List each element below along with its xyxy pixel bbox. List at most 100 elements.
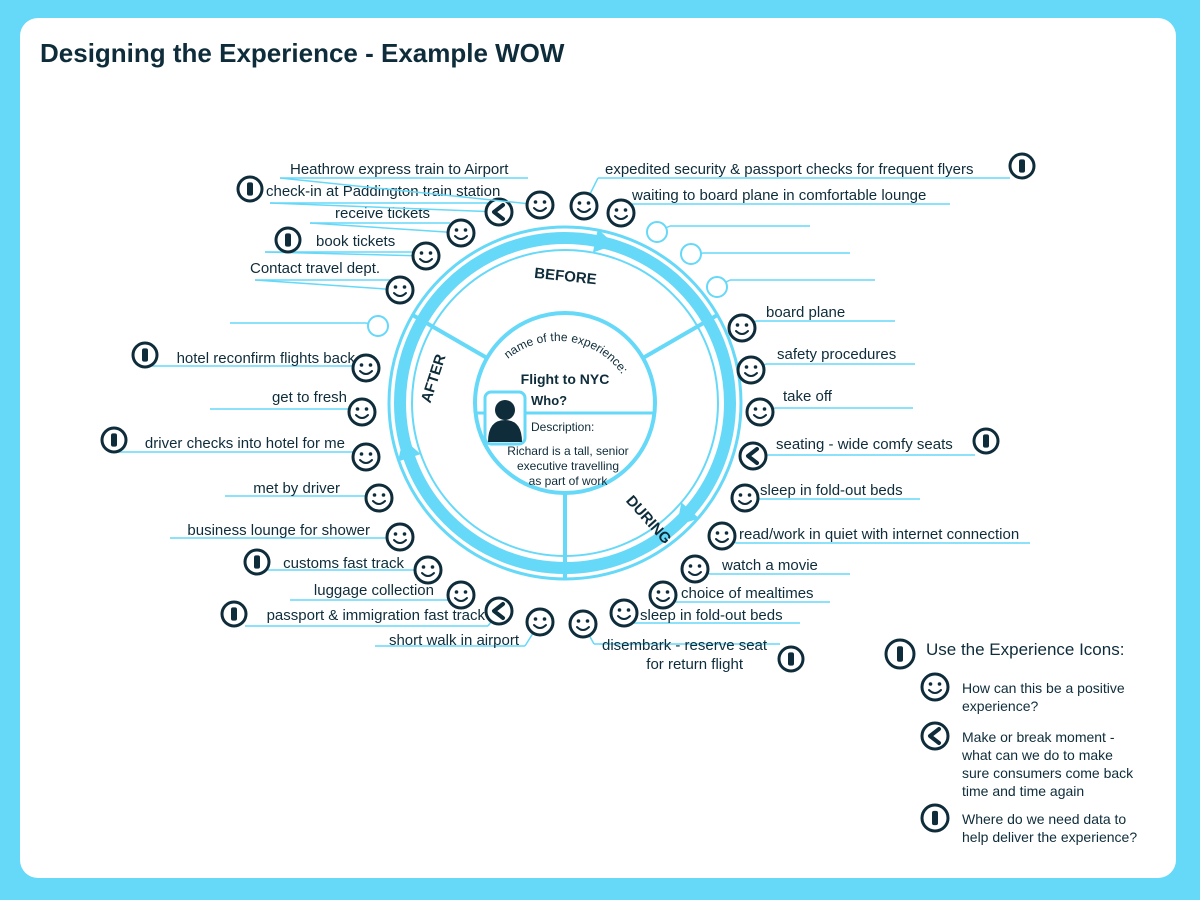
info-icon-bar — [254, 555, 260, 569]
smile-icon-eye — [744, 365, 749, 369]
smile-icon — [730, 483, 760, 513]
smile-icon-eye — [937, 682, 942, 686]
diagram-card: Designing the Experience - Example WOW B… — [20, 18, 1176, 878]
empty-touchpoint-icon — [646, 221, 668, 243]
smile-icon-eye — [753, 365, 758, 369]
smile-icon-eye — [697, 564, 702, 568]
smile-icon-mouth — [393, 292, 407, 297]
smile-icon-mouth — [454, 235, 468, 240]
divider-before-during — [641, 313, 719, 360]
direction-arrow-icon — [592, 229, 615, 253]
smile-icon — [525, 190, 555, 220]
touchpoint-label: business lounge for shower — [187, 522, 370, 539]
smile-icon-eye — [393, 285, 398, 289]
smile-icon-eye — [665, 590, 670, 594]
touchpoint-label: short walk in airport — [389, 632, 520, 649]
touchpoint-before-3: receive tickets — [309, 205, 476, 248]
smile-icon-mouth — [614, 215, 628, 220]
experience-name: Flight to NYC — [521, 371, 610, 387]
empty-touchpoint-icon — [680, 243, 702, 265]
smile-icon-mouth — [744, 372, 758, 377]
smile-icon — [385, 275, 415, 305]
smile-icon-eye — [715, 531, 720, 535]
touchpoint-after-2: passport & immigration fast track — [220, 596, 514, 628]
smile-icon — [727, 313, 757, 343]
touchpoint-before-6: expedited security & passport checks for… — [569, 152, 1036, 221]
smile-icon — [606, 198, 636, 228]
smile-icon-eye — [355, 407, 360, 411]
make-or-break-icon-chevron — [492, 602, 505, 620]
legend-item-text: time and time again — [962, 783, 1084, 799]
touchpoint-label: read/work in quiet with internet connect… — [739, 526, 1019, 543]
smile-icon-eye — [428, 251, 433, 255]
smile-icon-mouth — [715, 538, 729, 543]
touchpoint-during-4: seating - wide comfy seats — [738, 427, 1000, 471]
divider-after-before — [411, 313, 489, 360]
smile-icon — [920, 672, 950, 702]
empty-touchpoint-icon — [706, 276, 728, 298]
smile-icon — [446, 580, 476, 610]
touchpoint-after-3: luggage collection — [290, 580, 476, 610]
smile-icon — [385, 522, 415, 552]
smile-icon-mouth — [533, 624, 547, 629]
smile-icon-eye — [542, 200, 547, 204]
smile-icon-eye — [463, 590, 468, 594]
smile-icon-eye — [393, 532, 398, 536]
touchpoint-label-line2: for return flight — [646, 656, 744, 673]
info-icon-bar — [932, 810, 938, 826]
make-or-break-icon-chevron — [492, 203, 505, 221]
who-label: Who? — [531, 393, 567, 408]
segment-label-before: BEFORE — [533, 265, 597, 288]
touchpoint-label: customs fast track — [283, 555, 404, 572]
description-line: as part of work — [529, 474, 609, 488]
smile-icon-eye — [744, 323, 749, 327]
smile-icon — [569, 191, 599, 221]
touchpoint-label: driver checks into hotel for me — [145, 435, 345, 452]
smile-icon-eye — [576, 619, 581, 623]
smile-icon-eye — [402, 532, 407, 536]
touchpoint-during-8: choice of mealtimes — [648, 580, 830, 610]
info-icon-bar — [788, 652, 794, 666]
touchpoint-after-1: short walk in airport — [375, 607, 555, 649]
smile-icon-eye — [586, 201, 591, 205]
smile-icon-eye — [533, 617, 538, 621]
smile-icon — [609, 598, 639, 628]
smile-icon — [568, 609, 598, 639]
smile-icon-mouth — [738, 500, 752, 505]
touchpoint-connector — [254, 279, 401, 291]
description-line: executive travelling — [517, 459, 619, 473]
touchpoint-during-9: sleep in fold-out beds — [609, 598, 800, 628]
smile-icon-eye — [735, 323, 740, 327]
smile-icon-mouth — [355, 414, 369, 419]
info-icon-bar — [111, 433, 117, 447]
smile-icon-mouth — [419, 258, 433, 263]
empty-touchpoint-icon — [367, 315, 389, 337]
info-icon-bar — [285, 233, 291, 247]
info-icon-bar — [231, 607, 237, 621]
smile-icon-eye — [928, 682, 933, 686]
smile-icon-eye — [421, 565, 426, 569]
touchpoint-label: luggage collection — [314, 582, 434, 599]
touchpoint-label: passport & immigration fast track — [267, 607, 486, 624]
smile-icon — [351, 442, 381, 472]
smile-icon-eye — [368, 452, 373, 456]
smile-icon-eye — [359, 452, 364, 456]
smile-icon-eye — [454, 590, 459, 594]
touchpoint-label: sleep in fold-out beds — [640, 607, 783, 624]
smile-icon — [680, 554, 710, 584]
smile-icon — [351, 353, 381, 383]
smile-icon — [411, 241, 441, 271]
touchpoint-before-10 — [706, 276, 875, 298]
smile-icon — [446, 218, 476, 248]
direction-arrow-icon — [676, 502, 700, 526]
touchpoint-label: receive tickets — [335, 205, 430, 222]
touchpoint-label: watch a movie — [721, 557, 818, 574]
touchpoint-after-9: hotel reconfirm flights back — [131, 341, 381, 383]
smile-icon-eye — [688, 564, 693, 568]
smile-icon-eye — [747, 493, 752, 497]
touchpoint-label: waiting to board plane in comfortable lo… — [631, 187, 926, 204]
legend-item-text: help deliver the experience? — [962, 829, 1137, 845]
smile-icon — [347, 397, 377, 427]
touchpoint-after-5: business lounge for shower — [170, 522, 415, 552]
touchpoint-after-10 — [230, 315, 389, 337]
